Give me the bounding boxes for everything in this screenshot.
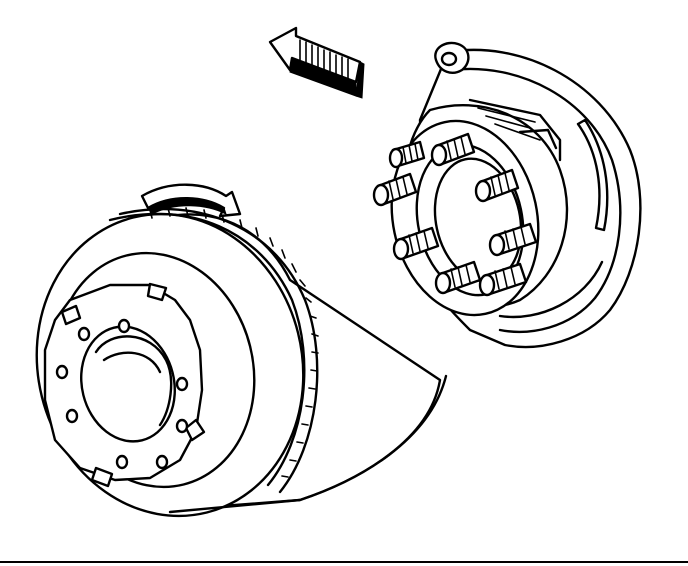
shield-mounting-tab: [434, 41, 470, 74]
rotor-bolt-hole: [65, 408, 79, 424]
rotor-bolt-hole: [115, 454, 129, 470]
straight-arrow-left-icon: [268, 26, 365, 99]
rotor-bolt-hole: [175, 376, 189, 392]
wheel-stud: [430, 132, 476, 167]
rotor-bolt-hole: [117, 318, 131, 334]
wheel-stud: [474, 168, 520, 203]
rotor-bolt-hole: [175, 418, 189, 434]
curved-arrow-clockwise-icon: [140, 183, 242, 218]
rotor-bolt-hole: [77, 326, 91, 342]
wheel-stud: [372, 172, 418, 207]
wheel-stud: [388, 140, 426, 169]
rotor-cooling-vents: [149, 207, 319, 478]
wheel-stud: [488, 222, 538, 257]
rotor-bolt-hole: [55, 364, 69, 380]
wheel-stud: [434, 260, 482, 295]
wheel-studs: [372, 132, 538, 297]
wheel-stud: [478, 262, 528, 297]
rotor-bolt-holes: [55, 318, 189, 470]
wheel-stud: [392, 226, 440, 261]
rotor-bolt-hole: [155, 454, 169, 470]
brake-rotor: [35, 207, 448, 518]
